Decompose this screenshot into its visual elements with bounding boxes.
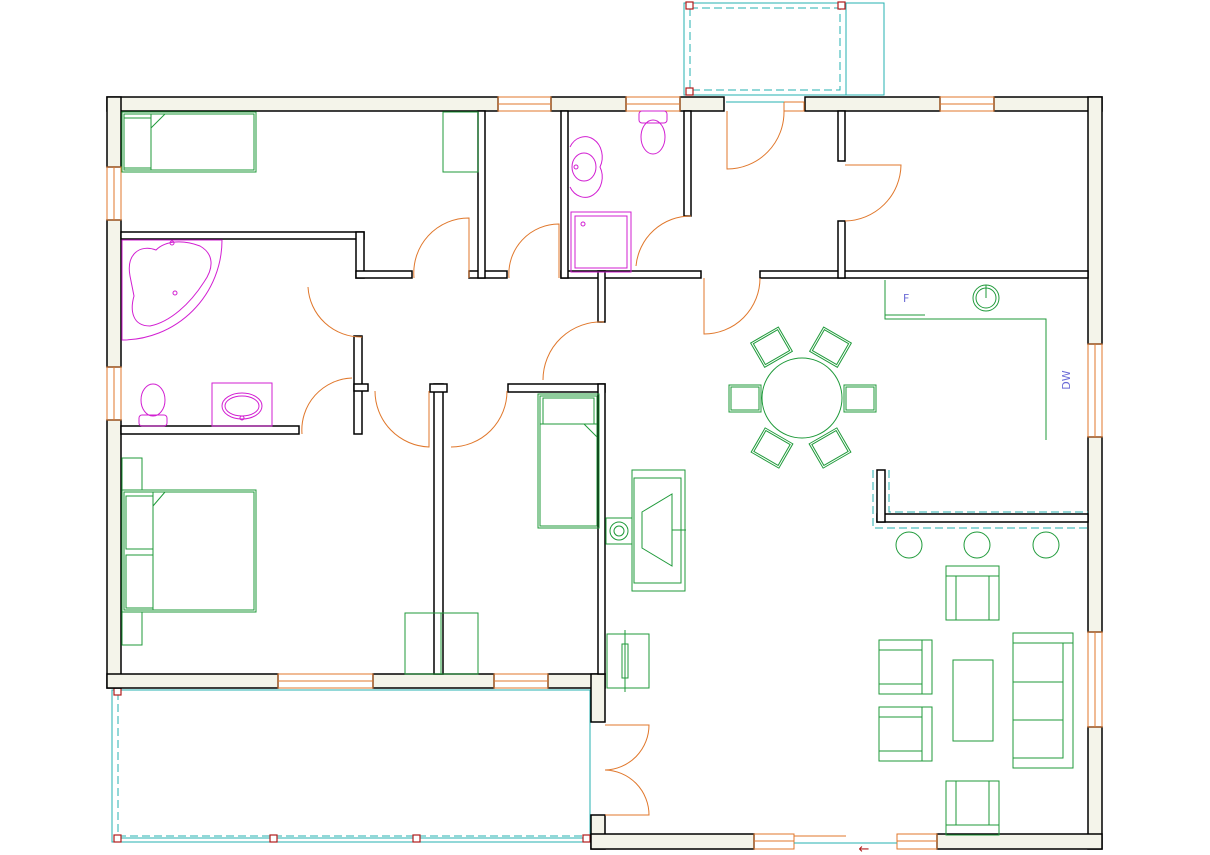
interior-walls <box>120 110 1089 675</box>
doors <box>301 110 902 816</box>
furniture <box>121 111 1074 836</box>
windows <box>106 96 1103 850</box>
tv-cabinet-icon <box>606 633 650 689</box>
armchair-icon <box>945 780 1000 836</box>
washbasin-icon <box>569 136 603 198</box>
sofa-icon <box>1012 632 1074 769</box>
kitchen-counter-icon <box>884 280 1047 440</box>
bar-stool-icon <box>963 531 991 559</box>
coffee-table-icon <box>952 659 994 742</box>
walls <box>106 96 1103 850</box>
terrace-bottom-left <box>111 689 591 843</box>
shower-tray-icon <box>570 211 632 273</box>
terrace-posts <box>113 1 846 843</box>
corner-bathtub-icon <box>121 239 223 341</box>
fridge-label: F <box>903 292 909 305</box>
wardrobe-icon <box>442 111 479 173</box>
double-bed-icon <box>121 489 257 613</box>
toilet-icon <box>638 110 668 155</box>
washbasin-icon <box>211 382 273 427</box>
armchair-icon <box>878 706 933 762</box>
single-bed-icon <box>537 393 600 529</box>
dishwasher-label: DW <box>1060 370 1073 389</box>
entry-arrow: ← <box>859 842 870 855</box>
bar-stool-icon <box>1032 531 1060 559</box>
armchair-icon <box>945 565 1000 621</box>
single-bed-icon <box>121 111 257 173</box>
dining-table-icon <box>761 357 843 439</box>
toilet-icon <box>138 383 168 427</box>
bar-stool-icon <box>895 531 923 559</box>
kitchen-bar-counter <box>872 470 1088 529</box>
armchair-icon <box>878 639 933 695</box>
sanitary <box>121 110 668 427</box>
terrace-top <box>683 2 885 96</box>
